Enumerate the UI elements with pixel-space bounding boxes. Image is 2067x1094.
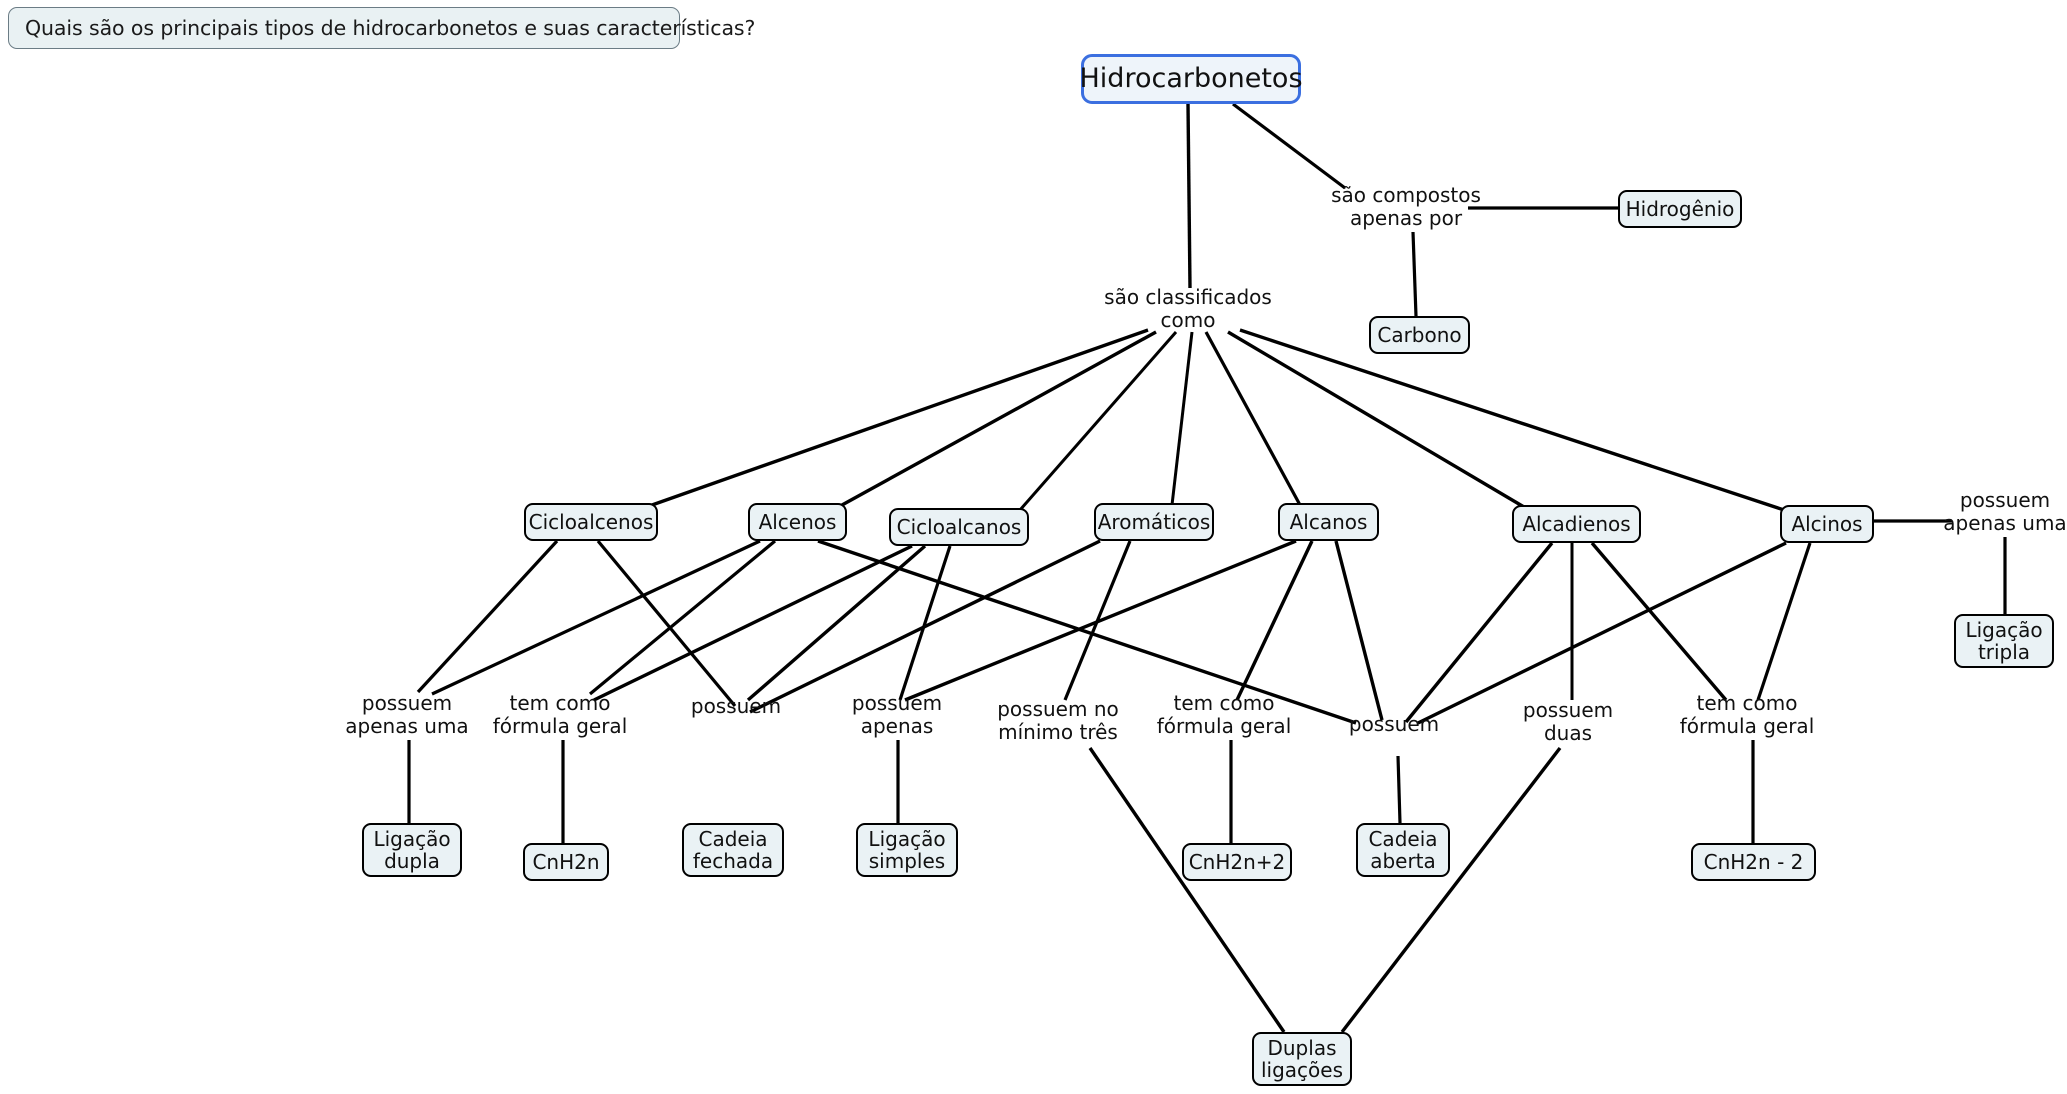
- concept-node-alcadienos[interactable]: Alcadienos: [1512, 505, 1641, 543]
- edge-classificados-aromaticos: [1170, 331, 1194, 506]
- edge-classificados-alcanos: [1204, 331, 1302, 506]
- edge-alcinos-tem-como-formula-geral: [1756, 542, 1812, 701]
- edge-aromaticos-possuem-esq: [749, 539, 1101, 714]
- edge-pduas-duplas: [1340, 746, 1562, 1034]
- edge-classificados-cicloalcenos: [651, 328, 1149, 507]
- linking-phrase-possuem-duas: possuem duas: [1522, 698, 1614, 745]
- concept-node-ligacao-tripla[interactable]: Ligação tripla: [1954, 614, 2054, 668]
- linking-phrase-possuem-left: possuem: [690, 694, 782, 718]
- concept-node-duplas-ligacoes[interactable]: Duplas ligações: [1252, 1032, 1352, 1086]
- concept-node-alcanos[interactable]: Alcanos: [1278, 503, 1379, 541]
- edge-cicloalcenos-possuem-apenas-uma: [416, 539, 559, 694]
- edge-pnmt-duplas: [1088, 747, 1286, 1033]
- concept-node-cicloalcanos[interactable]: Cicloalcanos: [889, 508, 1029, 546]
- edge-alcinos-possuem-dir: [1417, 541, 1787, 725]
- concept-node-ligacao-dupla[interactable]: Ligação dupla: [362, 823, 462, 877]
- edge-alcanos-possuem-apenas: [904, 539, 1297, 702]
- linking-phrase-tem-como-formula-geral-3: tem como fórmula geral: [1679, 691, 1815, 738]
- linking-phrase-possuem-apenas-uma-left: possuem apenas uma: [345, 691, 469, 738]
- linking-phrase-sao-classificados-como: são classificados como: [1104, 285, 1272, 332]
- linking-phrase-possuem-apenas: possuem apenas: [851, 691, 943, 738]
- concept-node-cadeia-fechada[interactable]: Cadeia fechada: [682, 823, 784, 877]
- edge-alcadienos-possuem-dir: [1404, 541, 1554, 724]
- linking-phrase-possuem-right: possuem: [1348, 712, 1440, 736]
- concept-node-hidrocarbonetos[interactable]: Hidrocarbonetos: [1080, 54, 1303, 104]
- edge-alcenos-tem-como-formula-geral: [588, 539, 777, 696]
- focus-question-box: Quais são os principais tipos de hidroca…: [8, 7, 755, 49]
- edge-alcenos-possuem-apenas-uma: [431, 539, 761, 696]
- concept-node-alcenos[interactable]: Alcenos: [748, 503, 847, 541]
- edge-cicloalcenos-possuem: [596, 539, 737, 708]
- concept-node-aromaticos[interactable]: Aromáticos: [1094, 503, 1214, 541]
- edge-compostos-carbono: [1411, 231, 1418, 317]
- edge-root-classificados: [1186, 103, 1192, 289]
- edge-cicloalcanos-possuem-apenas: [898, 545, 952, 701]
- edge-classificados-cicloalcanos: [1018, 331, 1178, 511]
- edge-alcadienos-tem-como-formula-geral: [1590, 541, 1728, 702]
- concept-node-carbono[interactable]: Carbono: [1369, 316, 1470, 354]
- concept-node-cnh2n-mais-2[interactable]: CnH2n+2: [1182, 843, 1292, 881]
- concept-node-hidrogenio[interactable]: Hidrogênio: [1618, 190, 1742, 228]
- linking-phrase-possuem-apenas-uma-right: possuem apenas uma: [1943, 488, 2067, 535]
- edge-cicloalcanos-tem-como-formula-geral: [593, 544, 913, 702]
- concept-node-cnh2n-menos-2[interactable]: CnH2n - 2: [1691, 843, 1816, 881]
- concept-node-cadeia-aberta[interactable]: Cadeia aberta: [1356, 823, 1450, 877]
- edge-classificados-alcadienos: [1227, 330, 1525, 509]
- edge-classificados-alcinos: [1239, 328, 1785, 512]
- edge-root-compostos: [1232, 102, 1346, 190]
- edge-alcanos-tem-como-formula-geral: [1235, 540, 1314, 701]
- edge-cicloalcanos-possuem: [746, 544, 927, 702]
- edge-classificados-alcenos: [841, 330, 1157, 507]
- concept-node-cicloalcenos[interactable]: Cicloalcenos: [524, 503, 658, 541]
- linking-phrase-possuem-no-minimo-tres: possuem no mínimo três: [997, 697, 1119, 744]
- linking-phrase-tem-como-formula-geral-2: tem como fórmula geral: [1156, 691, 1292, 738]
- concept-node-alcinos[interactable]: Alcinos: [1780, 505, 1874, 543]
- edge-possuem-dir-cadeia-aberta: [1396, 755, 1402, 824]
- concept-node-ligacao-simples[interactable]: Ligação simples: [856, 823, 958, 877]
- edge-alcanos-possuem-dir: [1334, 540, 1384, 721]
- linking-phrase-sao-compostos-apenas-por: são compostos apenas por: [1331, 183, 1481, 230]
- concept-node-cnh2n[interactable]: CnH2n: [523, 843, 609, 881]
- edge-alcenos-possuem-dir: [817, 539, 1357, 725]
- linking-phrase-tem-como-formula-geral-1: tem como fórmula geral: [492, 691, 628, 738]
